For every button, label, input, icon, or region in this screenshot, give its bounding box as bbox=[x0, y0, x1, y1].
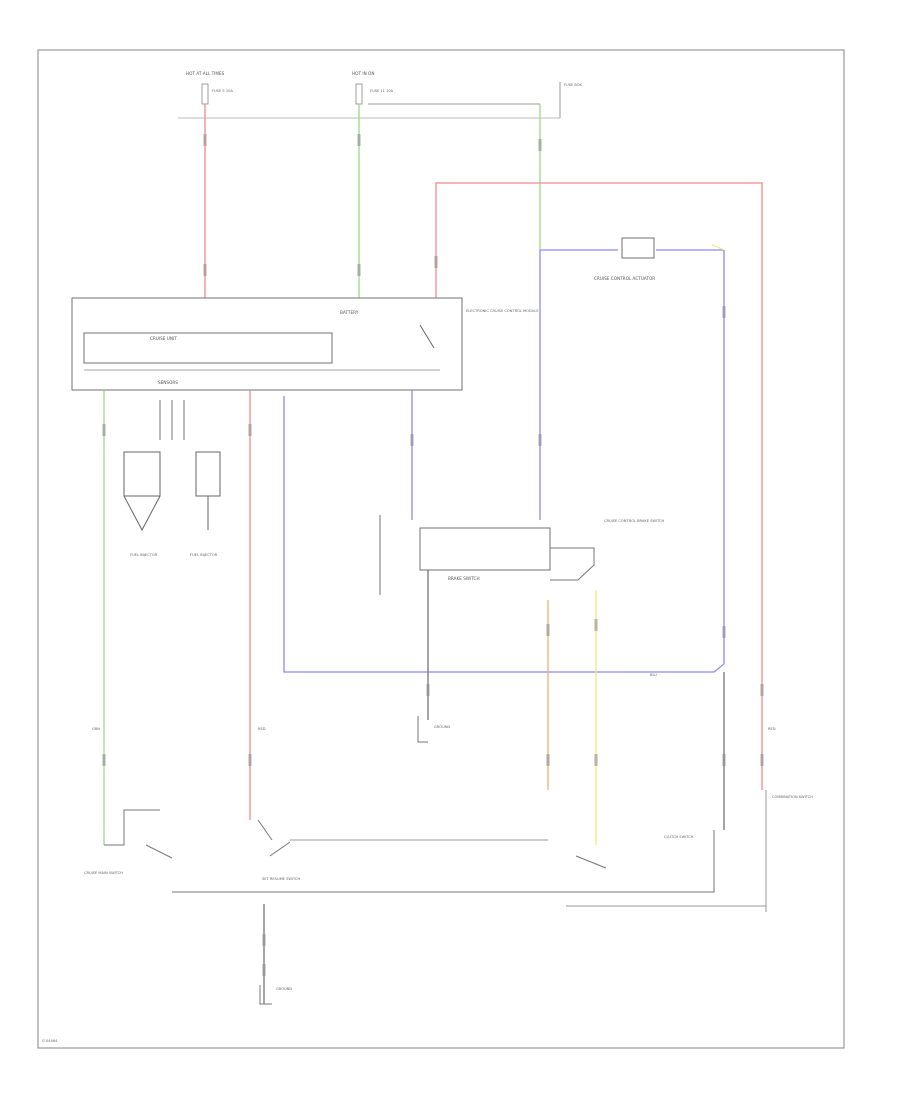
connector-tick bbox=[538, 139, 542, 151]
wire-tag-red2: RED bbox=[768, 727, 776, 731]
module-cruise-unit-label: CRUISE UNIT bbox=[150, 336, 177, 341]
bottom-ground-bracket bbox=[259, 985, 272, 1005]
combination-switch-label: COMBINATION SWITCH bbox=[772, 795, 813, 799]
connector-tick bbox=[722, 754, 726, 766]
connector-tick bbox=[357, 264, 361, 276]
footer-code: G 04464 bbox=[42, 1039, 58, 1043]
connector-tick bbox=[203, 264, 207, 276]
brake-switch-link bbox=[550, 547, 595, 581]
connector-tick bbox=[594, 619, 598, 631]
connector-tick bbox=[248, 424, 252, 436]
connector-tick bbox=[722, 306, 726, 318]
module-right-note: ELECTRONIC CRUISE CONTROL MODULE bbox=[466, 309, 539, 313]
connector-ticks bbox=[102, 134, 764, 976]
connector-tick bbox=[538, 434, 542, 446]
connector-tick bbox=[102, 754, 106, 766]
connector-tick bbox=[262, 964, 266, 976]
comb-switch-contact bbox=[575, 855, 607, 869]
actuator-symbol bbox=[621, 237, 655, 259]
connector-tick bbox=[357, 134, 361, 146]
connector-tick bbox=[760, 754, 764, 766]
wire-tag-grn: GRN bbox=[92, 727, 100, 731]
connector-tick bbox=[722, 626, 726, 638]
main-switch-contact bbox=[145, 844, 173, 859]
brake-ground-bracket bbox=[417, 716, 428, 743]
injector-right-label: FUEL INJECTOR bbox=[190, 553, 218, 557]
connector-tick bbox=[434, 256, 438, 268]
module-inner-box bbox=[83, 332, 333, 364]
fuse-11-symbol bbox=[355, 83, 363, 105]
set-switch-contact-a bbox=[257, 819, 273, 841]
main-switch-label: CRUISE MAIN SWITCH bbox=[84, 871, 123, 875]
module-battery-label: BATTERY bbox=[340, 310, 359, 315]
set-switch-contact-b bbox=[269, 841, 291, 857]
cruise-control-module bbox=[71, 297, 463, 391]
connector-tick bbox=[410, 434, 414, 446]
connector-tick bbox=[248, 754, 252, 766]
connector-tick bbox=[594, 754, 598, 766]
wire-yellow-actuator-tip bbox=[711, 244, 725, 251]
diagram-frame bbox=[37, 49, 845, 1049]
ground-bottom-label: GROUND bbox=[276, 987, 292, 991]
injector-right-group bbox=[195, 451, 221, 530]
connector-tick bbox=[426, 684, 430, 696]
connector-tick bbox=[203, 134, 207, 146]
module-sensors-label: SENSORS bbox=[158, 380, 178, 385]
clutch-switch-label: CLUTCH SWITCH bbox=[664, 835, 694, 839]
fuse-mid-sublabel: FUSE 11 10A bbox=[370, 89, 394, 93]
injector-left-group bbox=[123, 400, 185, 532]
brake-switch-label: BRAKE SWITCH bbox=[448, 576, 480, 581]
injector-left-label: FUEL INJECTOR bbox=[130, 553, 158, 557]
wire-blue-actuator-down bbox=[283, 250, 725, 673]
main-switch-box bbox=[104, 809, 160, 846]
brake-switch-note: CRUISE CONTROL BRAKE SWITCH bbox=[604, 519, 665, 523]
fuse-mid-label: HOT IN ON bbox=[352, 71, 374, 76]
clutch-switch-line bbox=[172, 830, 715, 893]
module-relay-contact bbox=[419, 324, 435, 349]
ground-mid-label: GROUND bbox=[434, 725, 450, 729]
connector-tick bbox=[546, 754, 550, 766]
actuator-label: CRUISE CONTROL ACTUATOR bbox=[594, 276, 655, 281]
wire-tag-red: RED bbox=[258, 727, 266, 731]
fuse-left-sublabel: FUSE 5 10A bbox=[212, 89, 233, 93]
connector-tick bbox=[102, 424, 106, 436]
wire-red-loop bbox=[435, 182, 763, 790]
wire-tag-blu: BLU bbox=[650, 673, 657, 677]
connector-tick bbox=[262, 934, 266, 946]
fuse-box-label: FUSE BOX bbox=[564, 83, 582, 87]
connector-tick bbox=[546, 624, 550, 636]
brake-switch-body bbox=[419, 527, 551, 571]
fuse-left-label: HOT AT ALL TIMES bbox=[186, 71, 225, 76]
set-resume-label: SET RESUME SWITCH bbox=[262, 877, 300, 881]
connector-tick bbox=[760, 684, 764, 696]
fuse-5-symbol bbox=[201, 83, 209, 105]
